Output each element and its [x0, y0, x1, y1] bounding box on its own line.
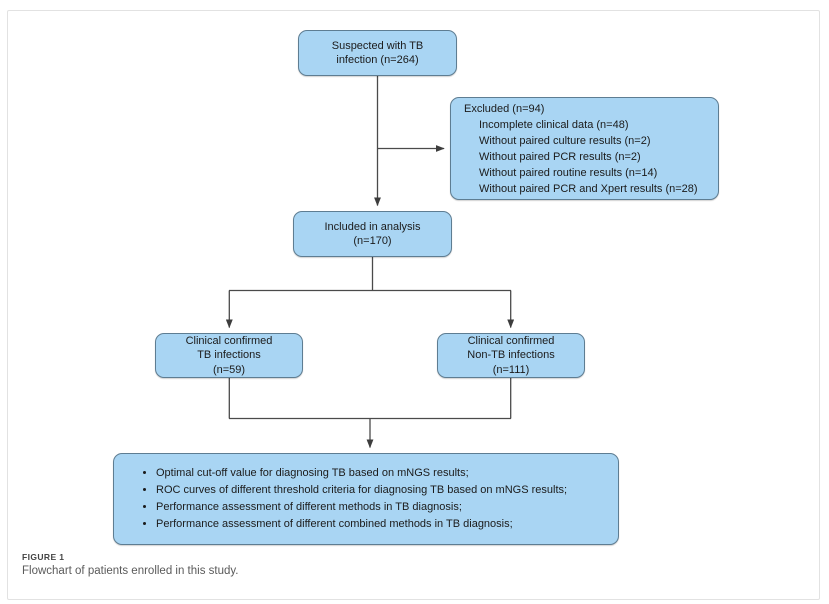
node-excluded-item-5: Without paired PCR and Xpert results (n=… — [479, 182, 698, 195]
outcomes-item-3: Performance assessment of different meth… — [156, 499, 567, 516]
node-clinical-confirmed-tb: Clinical confirmed TB infections (n=59) — [155, 333, 303, 378]
outcomes-list: Optimal cut-off value for diagnosing TB … — [120, 465, 567, 533]
node-excluded-item-3: Without paired PCR results (n=2) — [479, 150, 641, 163]
node-included-in-analysis: Included in analysis (n=170) — [293, 211, 452, 257]
outcomes-item-4: Performance assessment of different comb… — [156, 516, 567, 533]
figure-caption-text: Flowchart of patients enrolled in this s… — [22, 565, 239, 577]
node-suspected-line-1: Suspected with TB — [331, 39, 424, 52]
node-suspected-with-tb: Suspected with TB infection (n=264) — [298, 30, 457, 76]
node-excluded: Excluded (n=94) Incomplete clinical data… — [450, 97, 719, 200]
figure-label: FIGURE 1 — [22, 552, 65, 562]
node-nontb-line-1: Clinical confirmed — [467, 334, 555, 347]
outcomes-item-1: Optimal cut-off value for diagnosing TB … — [156, 465, 567, 482]
node-nontb-line-3: (n=111) — [492, 363, 530, 376]
node-excluded-item-4: Without paired routine results (n=14) — [479, 166, 658, 179]
node-tb-line-1: Clinical confirmed — [185, 334, 273, 347]
node-tb-line-2: TB infections — [197, 349, 261, 362]
node-study-outcomes: Optimal cut-off value for diagnosing TB … — [113, 453, 619, 545]
node-excluded-item-1: Incomplete clinical data (n=48) — [479, 118, 629, 131]
node-included-line-2: (n=170) — [353, 235, 392, 247]
node-nontb-line-2: Non-TB infections — [467, 349, 555, 362]
node-excluded-heading: Excluded (n=94) — [464, 102, 545, 115]
node-excluded-item-2: Without paired culture results (n=2) — [479, 134, 651, 147]
node-included-line-1: Included in analysis — [324, 220, 421, 233]
node-clinical-confirmed-non-tb: Clinical confirmed Non-TB infections (n=… — [437, 333, 585, 378]
node-tb-line-3: (n=59) — [212, 363, 246, 376]
figure-caption: FIGURE 1 Flowchart of patients enrolled … — [22, 552, 722, 577]
outcomes-item-2: ROC curves of different threshold criter… — [156, 482, 567, 499]
node-suspected-line-2: infection (n=264) — [336, 54, 419, 66]
